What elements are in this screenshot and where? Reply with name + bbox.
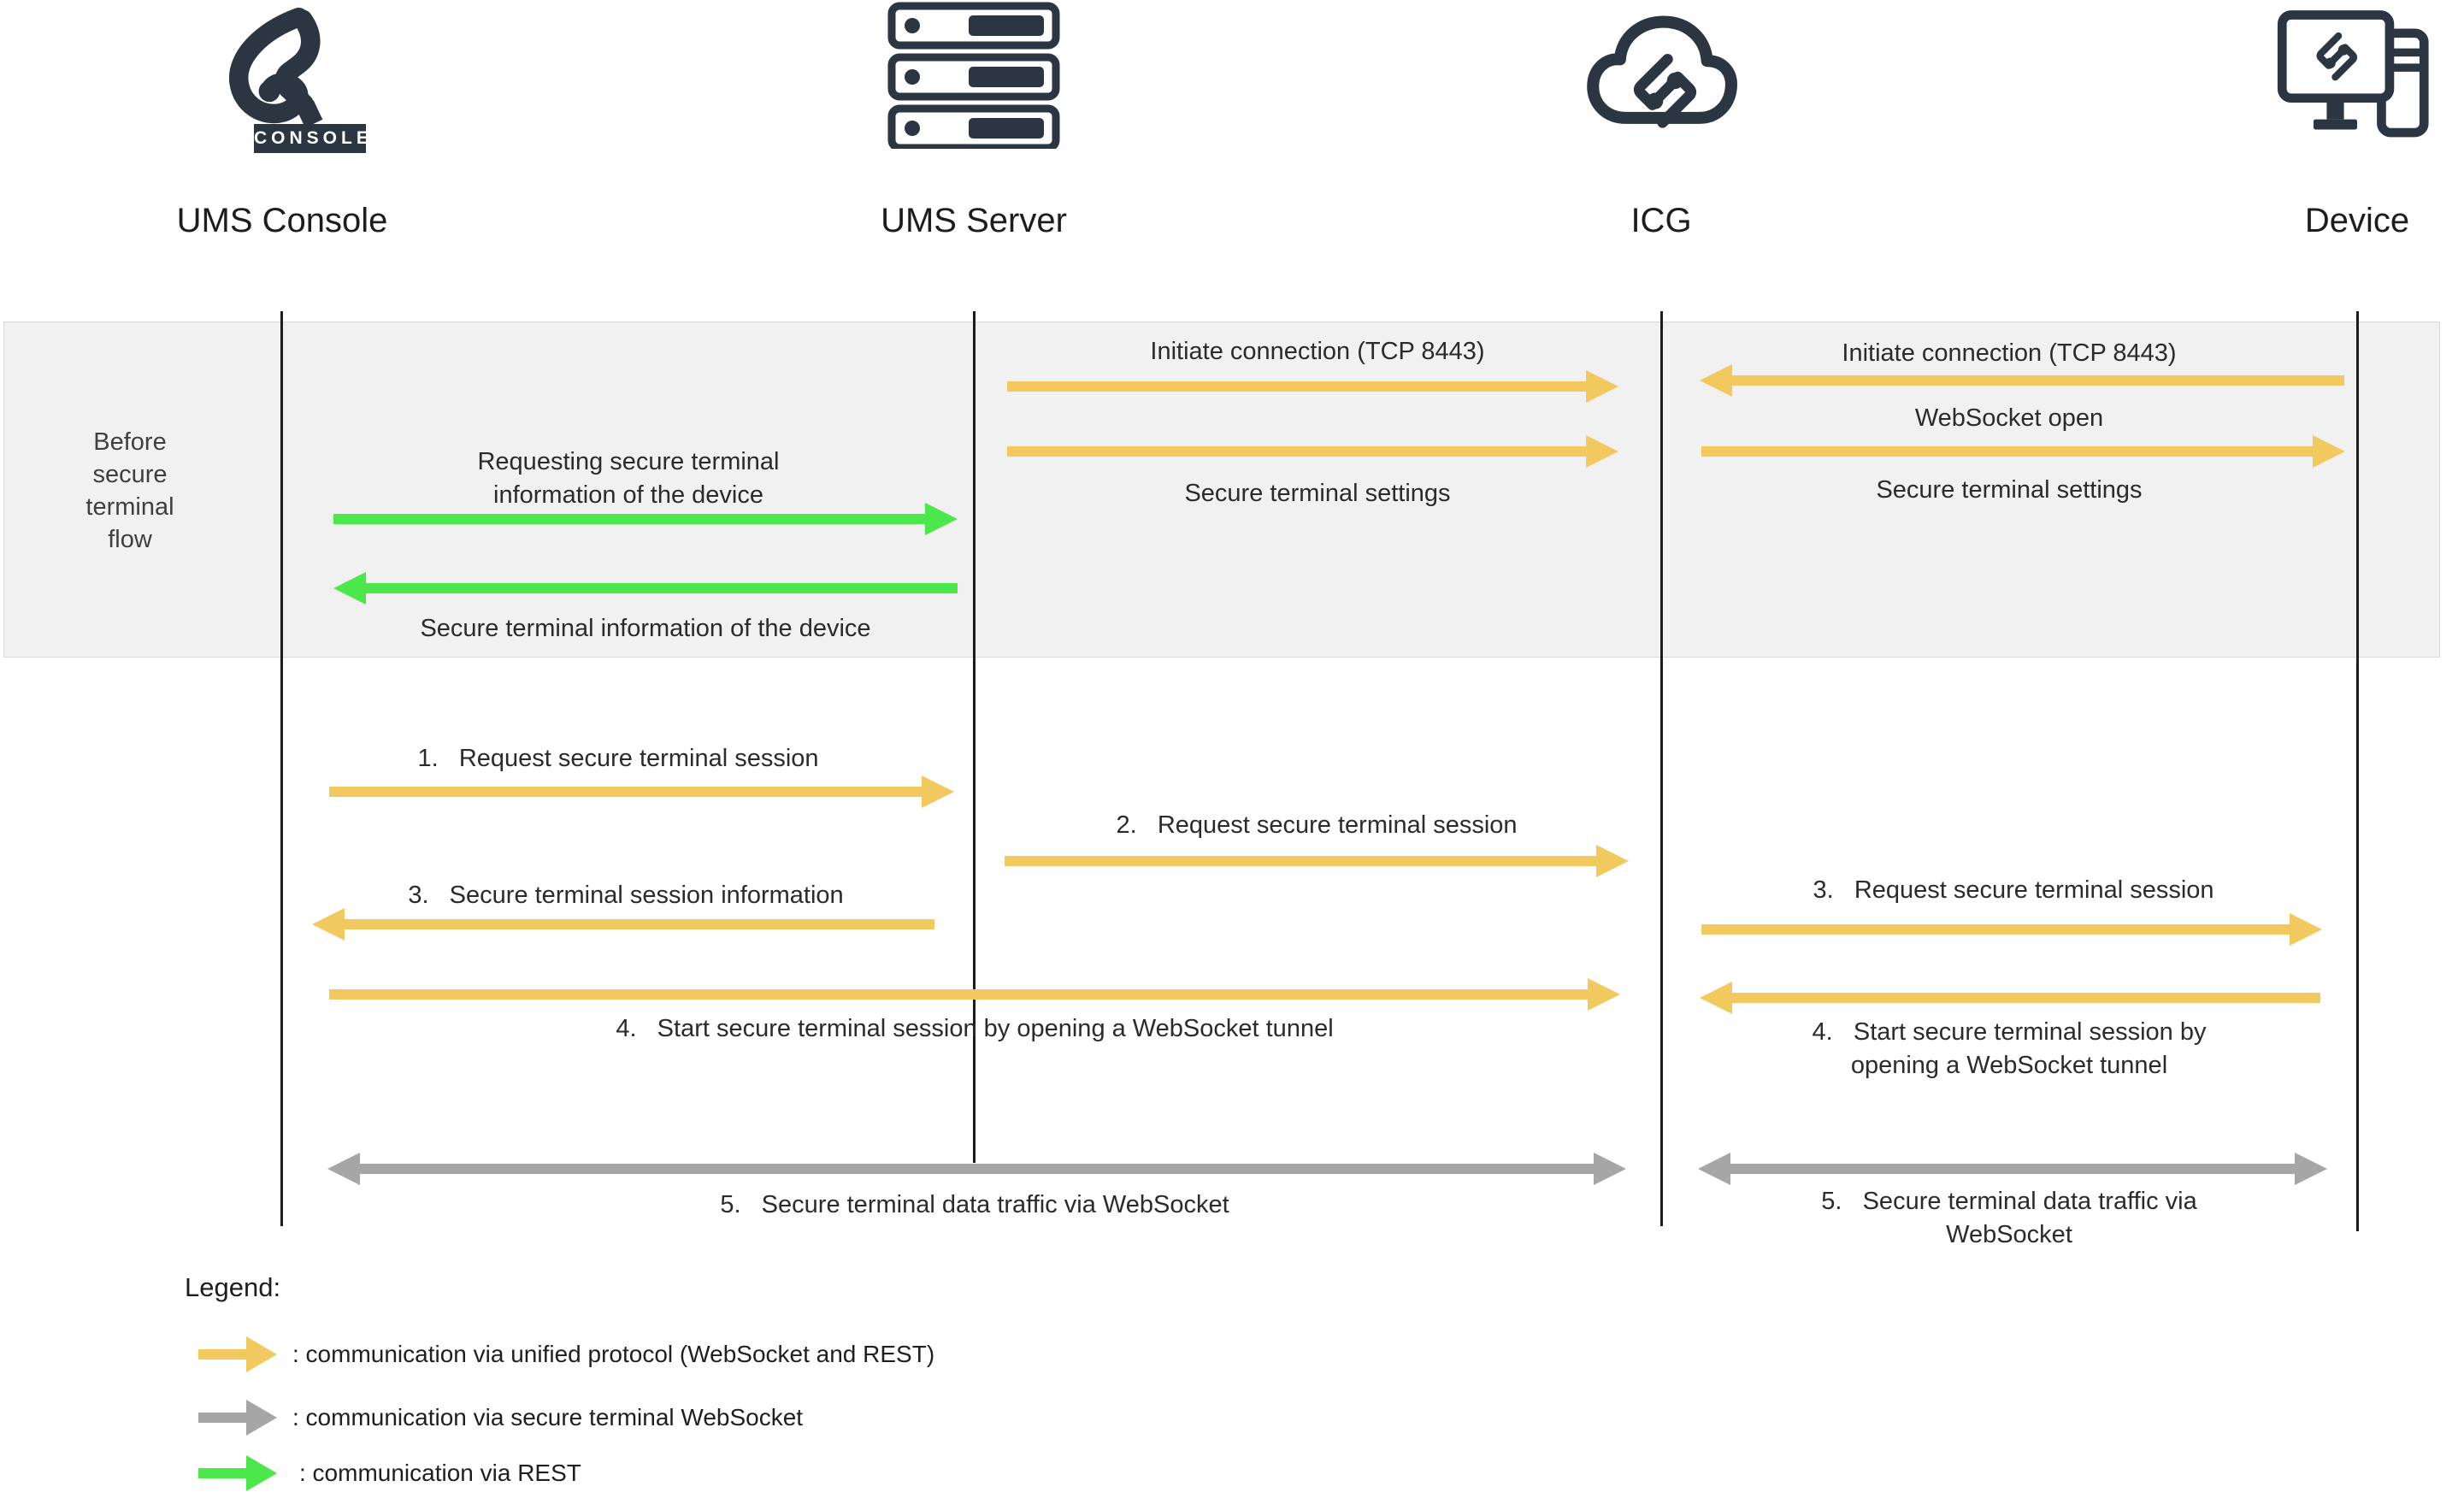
lifeline-ums-console [280, 311, 283, 1226]
icg-cloud-icon [1587, 7, 1737, 158]
lifeline-device [2356, 311, 2359, 1231]
arrow-step4-device-icg [1700, 982, 2320, 1014]
msg-secure-terminal-info-response: Secure terminal information of the devic… [420, 615, 871, 642]
legend-green-arrow-icon [198, 1455, 277, 1491]
ums-console-logo-icon: CONSOLE [208, 5, 368, 156]
actor-label-icg: ICG [1630, 202, 1692, 239]
arrow-step5-icg-device [1698, 1153, 2327, 1185]
msg-initiate-connection-device-icg: Initiate connection (TCP 8443) [1842, 339, 2177, 367]
legend-title: Legend: [185, 1272, 281, 1302]
arrow-secure-terminal-info-response [333, 572, 958, 605]
msg-step5-right: 5. Secure terminal data traffic via WebS… [1821, 1188, 2197, 1248]
msg-initiate-connection-server-icg: Initiate connection (TCP 8443) [1150, 338, 1485, 365]
msg-secure-terminal-settings-server-icg: Secure terminal settings [1184, 480, 1451, 507]
msg-step1: 1. Request secure terminal session [417, 745, 819, 772]
msg-step2: 2. Request secure terminal session [1116, 811, 1518, 839]
msg-step4-right: 4. Start secure terminal session by open… [1812, 1018, 2207, 1079]
msg-requesting-secure-terminal-info: Requesting secure terminal information o… [477, 448, 780, 509]
lifeline-ums-server [973, 311, 976, 1163]
msg-step5-left: 5. Secure terminal data traffic via WebS… [720, 1191, 1229, 1218]
arrow-step2-server-icg [1005, 845, 1629, 877]
console-badge: CONSOLE [254, 124, 368, 153]
device-icon [2276, 7, 2438, 153]
arrow-step3-server-console [312, 908, 934, 941]
phase-band-label: Before secure terminal flow [85, 428, 174, 553]
msg-websocket-open: WebSocket open [1914, 404, 2104, 432]
actor-label-device: Device [2304, 202, 2410, 239]
legend-gray-arrow-icon [198, 1400, 277, 1436]
actor-label-ums-server: UMS Server [881, 202, 1067, 239]
legend-yellow-arrow-icon [198, 1336, 277, 1372]
arrow-step1-console-server [329, 776, 954, 808]
msg-step3-right: 3. Request secure terminal session [1813, 876, 2214, 904]
ums-server-stack-icon [887, 2, 1061, 153]
legend-label-rest: : communication via REST [299, 1460, 581, 1486]
arrow-initiate-connection-device-icg [1700, 364, 2344, 397]
legend-label-unified-protocol: : communication via unified protocol (We… [292, 1341, 935, 1367]
lifeline-icg [1660, 311, 1663, 1226]
arrow-step3-icg-device [1701, 913, 2322, 946]
msg-step4-left: 4. Start secure terminal session by open… [616, 1015, 1334, 1042]
arrow-secure-terminal-settings-icg-device [1701, 435, 2345, 468]
arrow-step5-console-icg [327, 1153, 1626, 1185]
arrow-step4-console-icg [329, 978, 1620, 1011]
arrow-requesting-secure-terminal-info [333, 503, 958, 535]
arrow-initiate-connection-server-icg [1007, 370, 1618, 403]
legend-label-secure-terminal-websocket: : communication via secure terminal WebS… [292, 1404, 804, 1430]
msg-secure-terminal-settings-icg-device: Secure terminal settings [1876, 476, 2143, 504]
actor-label-ums-console: UMS Console [176, 202, 388, 239]
arrow-secure-terminal-settings-server-icg [1007, 435, 1618, 468]
msg-step3-left: 3. Secure terminal session information [408, 882, 844, 909]
